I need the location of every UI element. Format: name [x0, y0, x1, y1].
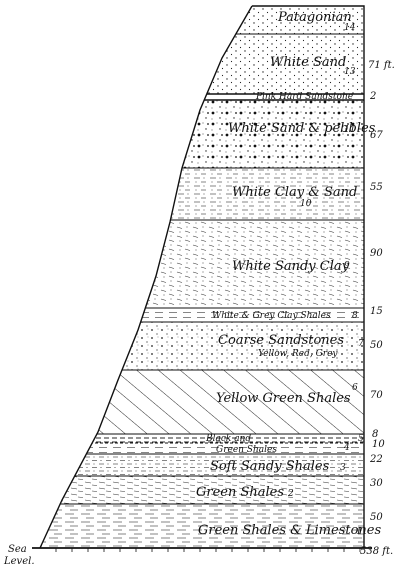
layer-thickness-4: 10 [372, 439, 385, 450]
layer-fill-5 [40, 434, 364, 443]
layer-label-14: Patagonian [277, 10, 352, 25]
layer-label-2: Green Shales [196, 485, 284, 500]
layer-number-13: 13 [344, 67, 356, 77]
layer-number-4: 4 [343, 443, 350, 453]
layer-label-8: White & Grey Clay Shales [212, 311, 331, 321]
layer-thickness-2: 30 [370, 478, 383, 489]
layer-thickness-10: 55 [370, 182, 383, 193]
layer-label-12: Pink Hard Sandstone [255, 92, 353, 102]
layer-number-14: 14 [344, 23, 356, 33]
layer-label-3: Soft Sandy Shales [210, 459, 330, 474]
layer-label-7: Coarse Sandstones [218, 333, 344, 348]
column-outline [39, 5, 365, 549]
layer-fill-3 [40, 454, 364, 476]
layer-thickness-11: 67 [370, 130, 383, 141]
layer-number-7: 7 [358, 339, 364, 349]
layer-number-3: 3 [340, 463, 346, 473]
layer-thickness-8: 15 [370, 306, 383, 317]
layer-label-6: Yellow Green Shales [216, 391, 351, 406]
layer-number-9: 9 [344, 261, 350, 271]
layer-number-6: 6 [352, 383, 358, 393]
layer-label-4: Green Shales [216, 445, 277, 455]
layer-label-13: White Sand [270, 55, 346, 70]
layer-thickness-5: 8 [372, 429, 378, 440]
layer-fill-4 [40, 443, 364, 454]
layer-thickness-7: 50 [370, 340, 383, 351]
layer-label-5: Black and [205, 434, 251, 444]
layer-thickness-3: 22 [369, 454, 383, 465]
layer-thickness-12: 2 [369, 91, 376, 102]
layer-fill-1 [40, 504, 364, 548]
layer-label-10: White Clay & Sand [232, 185, 357, 200]
layer-number-10: 10 [300, 199, 312, 209]
layer-thickness-13: 71 ft. [368, 60, 395, 71]
layer-number-11: 11 [344, 125, 355, 135]
layer-thickness-9: 90 [370, 248, 383, 259]
layer-thickness-6: 70 [370, 390, 383, 401]
layer-number-8: 8 [352, 311, 358, 321]
baseline-ticks [55, 548, 361, 552]
sea-level-label-line1: Sea [8, 544, 27, 555]
layer-label-11: White Sand & pebbles [228, 121, 376, 136]
layer-label-1: Green Shales & Limestones [198, 523, 381, 538]
layer-number-1: 1 [356, 527, 362, 537]
layer-fill-2 [40, 476, 364, 504]
layer-number-5: 5 [358, 434, 364, 444]
layer-sublabel-7: Yellow, Red, Grey [258, 349, 338, 359]
total-thickness: 538 ft. [360, 546, 393, 557]
layer-thickness-1: 50 [370, 512, 383, 523]
layer-number-2: 2 [287, 489, 294, 499]
sea-level-label-line2: Level. [3, 556, 35, 567]
layer-label-9: White Sandy Clay [232, 259, 350, 274]
